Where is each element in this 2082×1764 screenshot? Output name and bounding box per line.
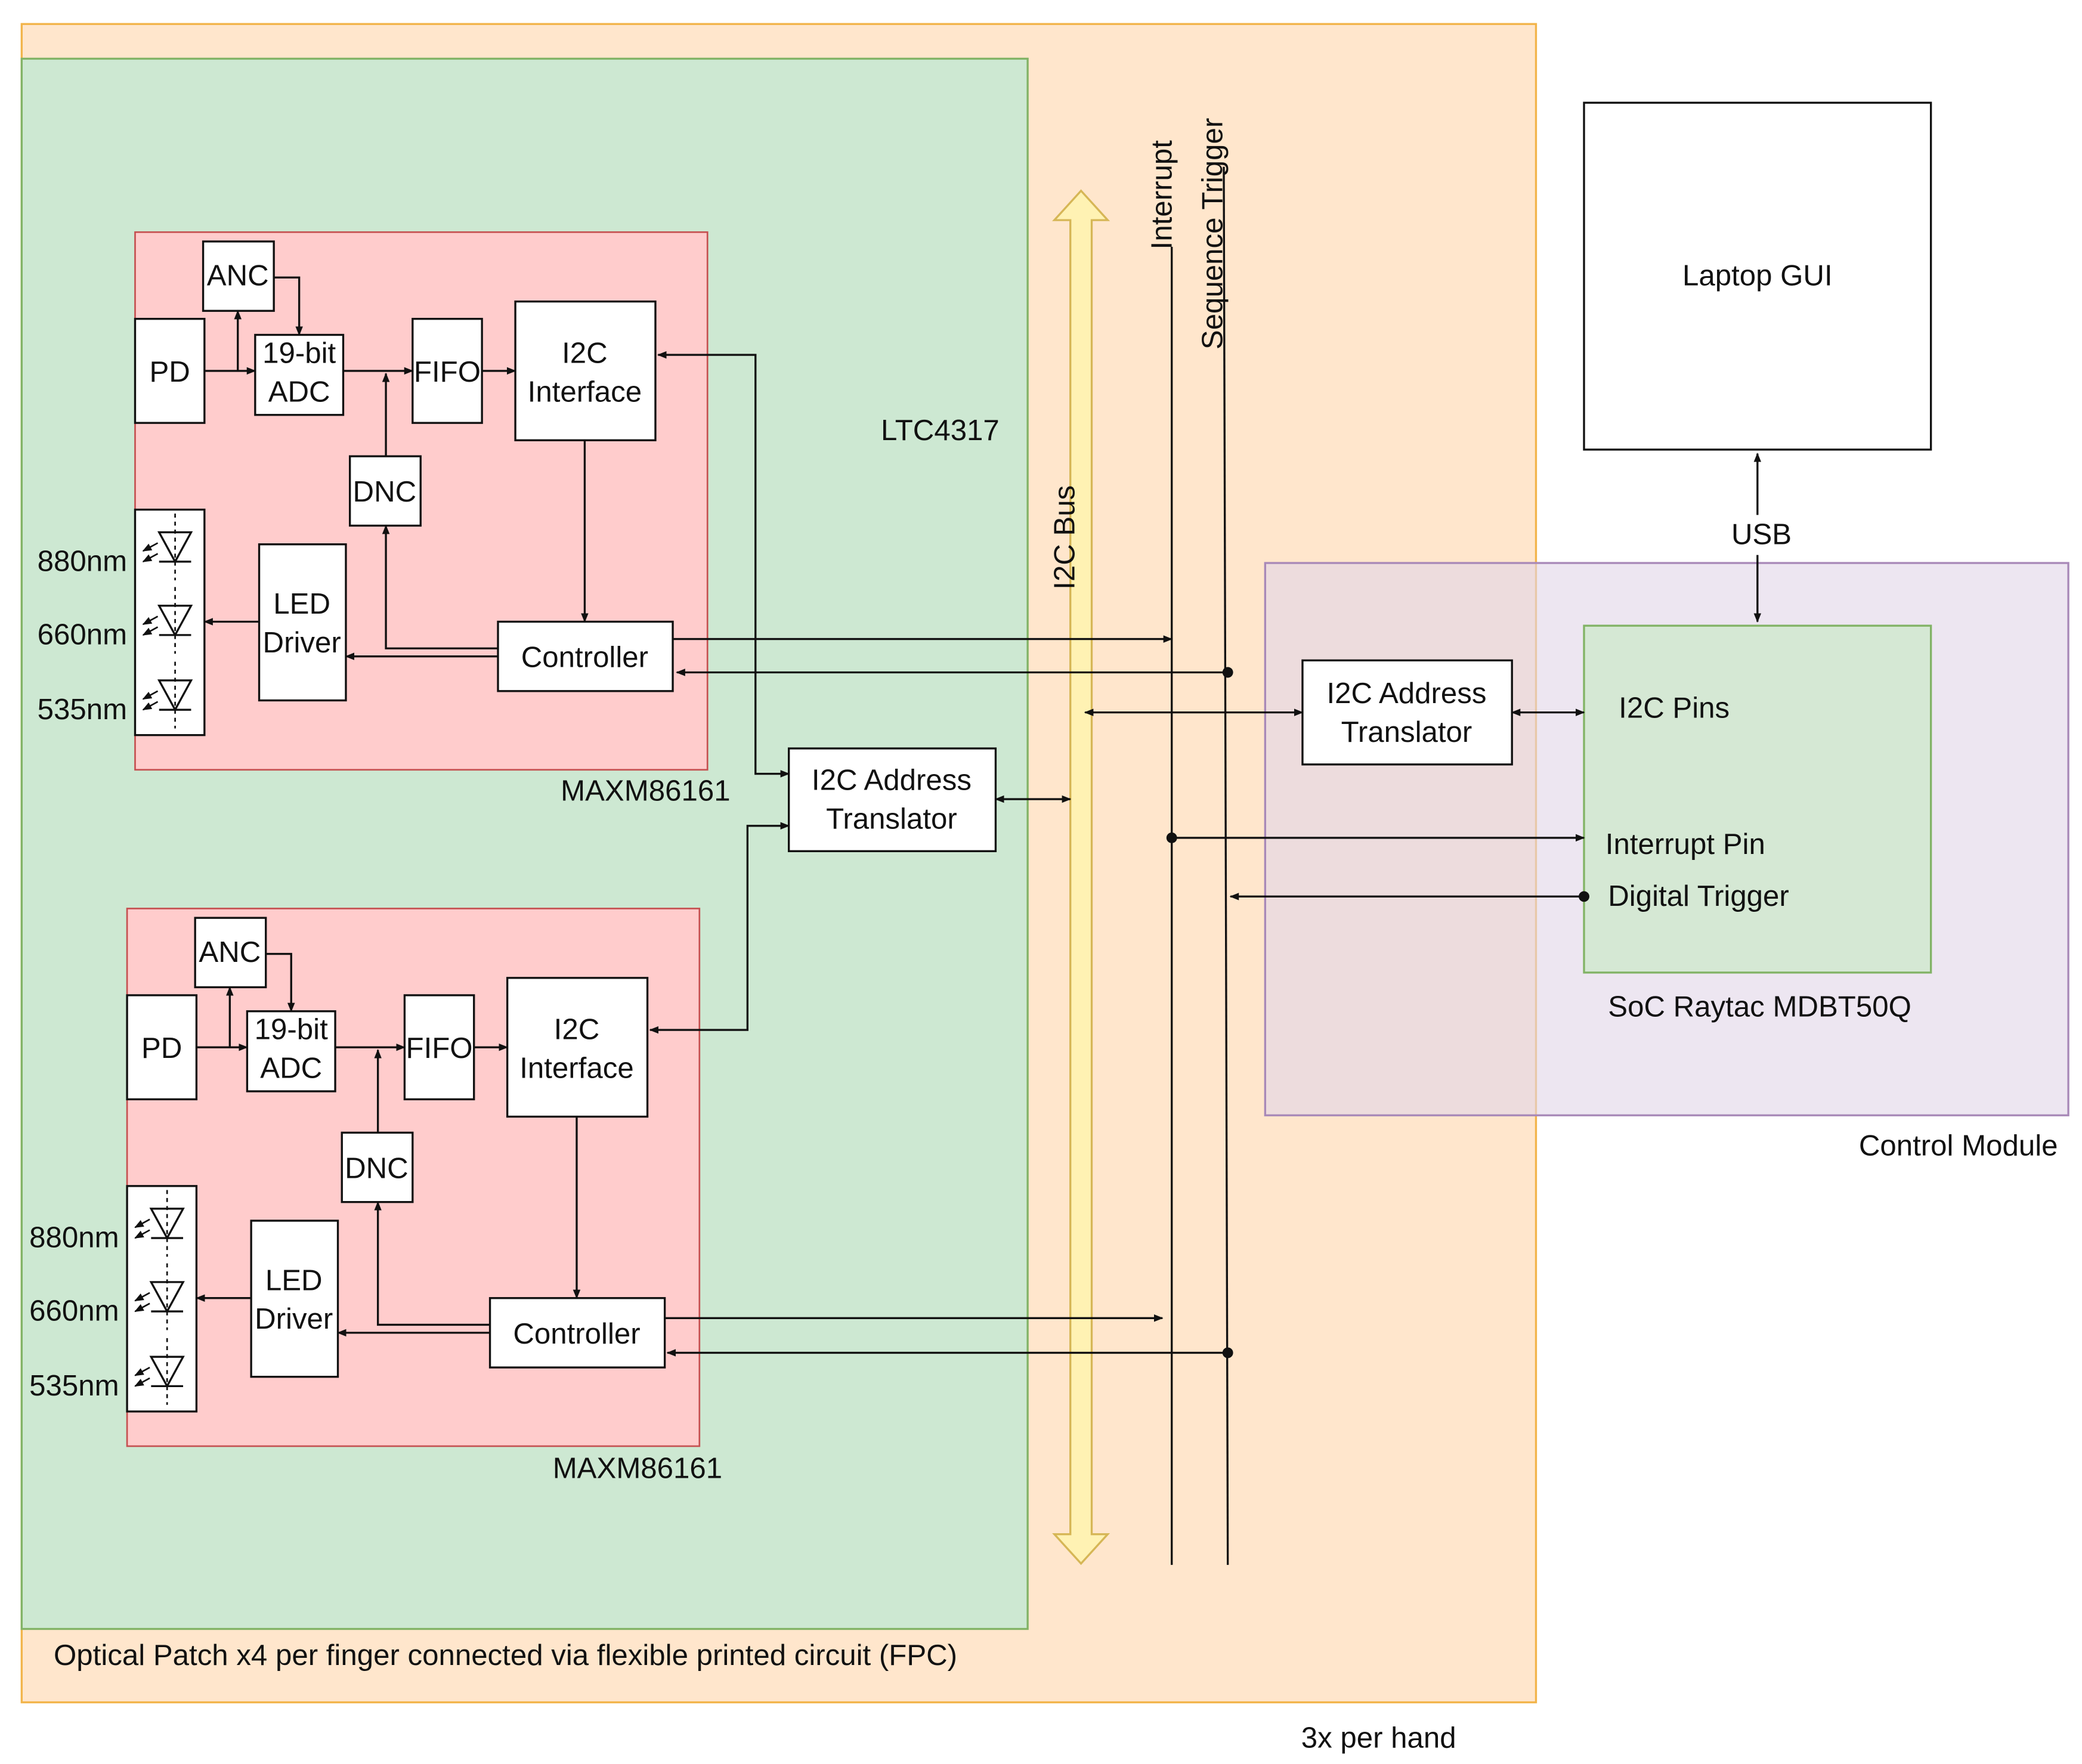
usb-label: USB [1731,518,1792,551]
led-emission-arrow [134,1377,150,1387]
i2c-interface-block [514,300,657,441]
fifo-block [412,317,483,424]
ltc4317-label: LTC4317 [881,414,1000,447]
led-emission-arrow [134,1366,150,1376]
i2c-interface-label-line1: I2C [554,1013,600,1046]
adc-block [246,1010,336,1093]
dnc-label: DNC [345,1152,409,1184]
adc-block [254,333,345,416]
soc-region [1583,624,1932,974]
i2c-interface-label-line2: Interface [528,375,642,408]
sequence-trigger-label: Sequence Trigger [1196,118,1229,349]
adc-label-line2: ADC [268,375,330,408]
chips-layer: ANCPD19-bitADCFIFOI2CInterfaceDNCLEDDriv… [29,240,731,1485]
dnc-block [341,1131,414,1203]
chip2-i2c-to-translator [649,822,790,1034]
chip-name-label: MAXM86161 [553,1452,722,1485]
wavelength-label-880nm: 880nm [38,544,127,577]
interrupt-label: Interrupt [1146,140,1178,250]
led-emission-arrow [134,1218,150,1228]
controller-label: Controller [513,1317,640,1350]
anc-label: ANC [199,936,261,968]
soc-i2c-pins-label: I2C Pins [1619,692,1730,725]
led-driver-block [258,543,347,702]
adc-label-line2: ADC [260,1052,322,1085]
adc-label-line1: 19-bit [255,1013,328,1046]
led-emission-arrow [142,615,159,626]
wavelength-label-660nm: 660nm [29,1295,119,1327]
led-emission-arrow [142,690,159,700]
controller-label: Controller [521,641,648,674]
anc-to-adc-wire [274,276,303,336]
control-module-caption: Control Module [1859,1129,2058,1162]
control-translator-line1: I2C Address [1326,677,1486,710]
dnc-label: DNC [353,475,417,508]
chip1-i2c-to-translator [657,351,790,778]
led-emission-arrow [142,626,159,636]
anc-label: ANC [207,259,269,292]
anc-block [194,917,267,989]
led-driver-label-line2: Driver [263,626,341,659]
chip-name-label: MAXM86161 [561,774,730,807]
patch-translator-line2: Translator [826,802,957,835]
led-emission-arrow [142,701,159,711]
sequence-trigger-line [1223,166,1229,1565]
adc-label-line1: 19-bit [262,336,336,369]
soc-digital-trigger-label: Digital Trigger [1608,880,1789,912]
led-driver-label-line2: Driver [255,1302,333,1335]
i2c-interface-label-line1: I2C [562,336,608,369]
patch-translator-line1: I2C Address [812,763,972,796]
led-emission-arrow [134,1292,150,1302]
controller-to-dnc-wire [374,1201,490,1326]
laptop-gui-label: Laptop GUI [1682,259,1833,292]
led-emission-arrow [134,1229,150,1239]
controller-to-dnc-wire [382,524,498,649]
i2c-bus-label: I2C Bus [1048,485,1081,590]
fifo-label: FIFO [406,1032,473,1064]
soc-interrupt-pin-label: Interrupt Pin [1605,828,1765,861]
control-translator-line2: Translator [1341,716,1472,748]
led-driver-label-line1: LED [265,1264,323,1296]
trigger-junction-chip1 [1222,667,1233,678]
controller-block [488,1297,666,1369]
i2c-interface-block [506,977,649,1118]
pd-block [126,994,198,1101]
led-driver-label-line1: LED [273,587,330,620]
control-i2c-translator-block [1301,659,1513,766]
digital-trigger-junction [1579,891,1589,902]
trigger-junction-chip2 [1222,1347,1233,1358]
hand-caption: 3x per hand [1301,1722,1456,1754]
led-emission-arrow [142,553,159,563]
interrupt-junction [1166,832,1177,843]
anc-block [202,240,275,312]
fifo-label: FIFO [414,355,481,388]
wavelength-label-880nm: 880nm [29,1221,119,1254]
i2c-interface-label-line2: Interface [519,1052,633,1085]
led-emission-arrow [142,542,159,552]
i2c-bus-arrow [1052,189,1110,1565]
patch-caption: Optical Patch x4 per finger connected vi… [54,1639,957,1672]
wavelength-label-535nm: 535nm [29,1369,119,1402]
laptop-gui-block [1583,101,1932,451]
wavelength-label-660nm: 660nm [38,618,127,651]
led-emission-arrow [134,1302,150,1313]
led-driver-block [250,1220,339,1378]
soc-caption: SoC Raytac MDBT50Q [1608,991,1911,1023]
pd-label: PD [141,1032,182,1064]
pd-label: PD [149,355,190,388]
anc-to-adc-wire [265,952,295,1013]
wavelength-label-535nm: 535nm [38,693,127,726]
